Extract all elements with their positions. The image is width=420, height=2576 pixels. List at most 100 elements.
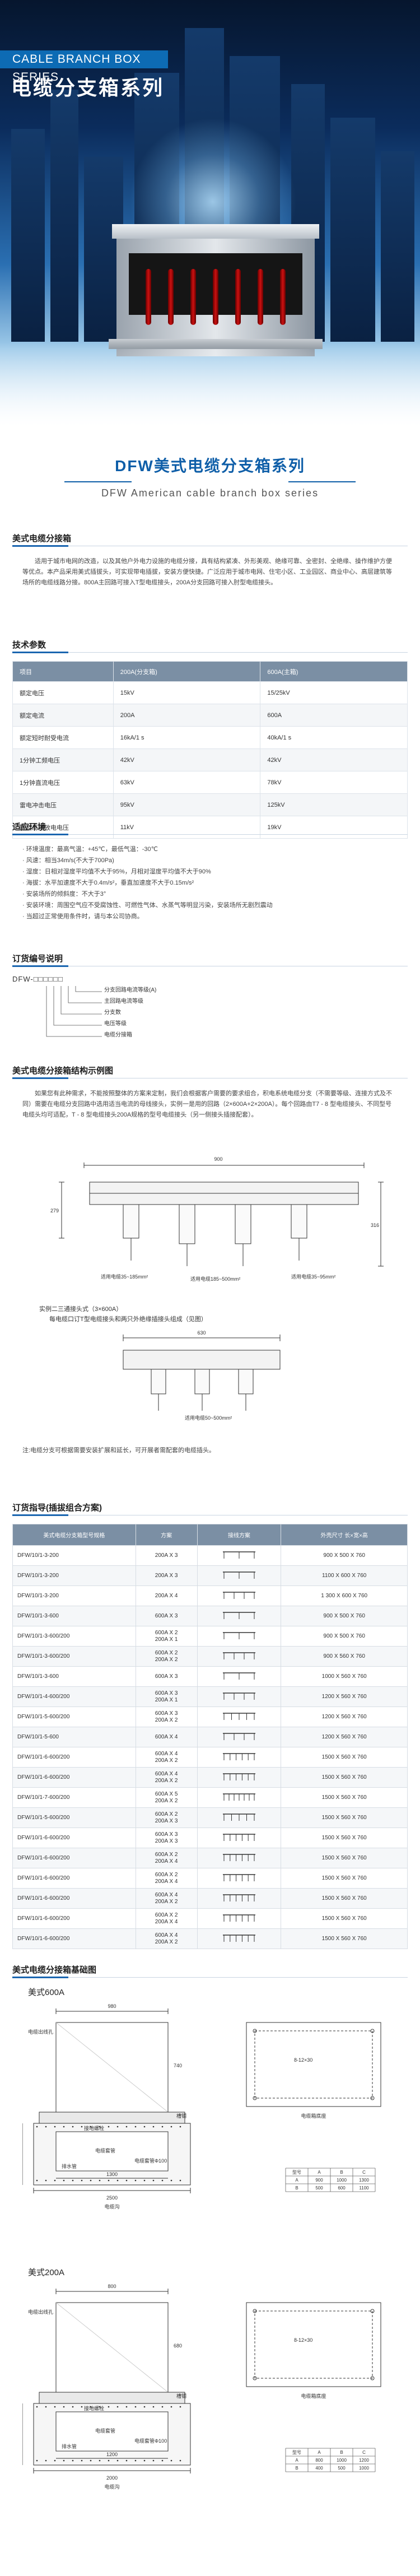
- foundation-label: 1100: [359, 2186, 369, 2191]
- section-heading: 订货编号说明: [12, 954, 63, 964]
- wiring-icon: [222, 1692, 255, 1700]
- tech-cell: 15/25kV: [260, 681, 408, 704]
- selection-header: 外壳尺寸 长×宽×高: [281, 1524, 408, 1546]
- config-cell: 600A X 3 200A X 2: [135, 1707, 198, 1727]
- foundation-label: 接地螺栓: [84, 2125, 104, 2131]
- foundation-label: 740: [174, 2063, 182, 2068]
- section-heading: 订货指导(插拔组合方案): [12, 1503, 102, 1513]
- foundation-label: 电缆出线孔: [28, 2309, 53, 2315]
- config-cell: 600A X 3: [135, 1666, 198, 1687]
- size-cell: 900 X 500 X 760: [281, 1626, 408, 1647]
- wiring-icon: [222, 1854, 255, 1861]
- model-cell: DFW/10/1-5-600/200: [12, 1807, 136, 1828]
- size-cell: 1500 X 560 X 760: [281, 1767, 408, 1788]
- selection-header: 美式电缆分支箱型号规格: [12, 1524, 136, 1546]
- wiring-icon: [222, 1935, 255, 1942]
- size-cell: 1200 X 560 X 760: [281, 1707, 408, 1727]
- selection-section: 订货指导(插拔组合方案) 美式电缆分支箱型号规格 方案 接线方案 外壳尺寸 长×…: [0, 1501, 420, 1949]
- foundation-label: 电缆沟: [104, 2203, 119, 2210]
- model-cell: DFW/10/1-3-600: [12, 1666, 136, 1687]
- foundation-label: A: [295, 2458, 298, 2463]
- config-cell: 600A X 3 200A X 1: [135, 1686, 198, 1707]
- tech-cell: 600A: [260, 704, 408, 727]
- order-code: DFW-□□□□□□: [12, 975, 63, 983]
- model-cell: DFW/10/1-4-600/200: [12, 1686, 136, 1707]
- config-cell: 600A X 2 200A X 4: [135, 1848, 198, 1868]
- foundation-label: 1000: [337, 2178, 347, 2183]
- tech-header: 600A(主箱): [260, 661, 408, 682]
- env-item: · 环境温度：最高气温：+45℃，最低气温：-30℃: [22, 846, 158, 853]
- wiring-cell: [197, 1606, 282, 1626]
- dim-label: 316: [371, 1222, 379, 1228]
- wiring-icon: [222, 1914, 255, 1922]
- foundation-label: 电缆套管: [95, 2147, 115, 2154]
- config-cell: 200A X 4: [135, 1585, 198, 1606]
- config-cell: 600A X 2 200A X 4: [135, 1868, 198, 1889]
- hero-tag: CABLE BRANCH BOX SERIES: [0, 50, 168, 83]
- foundation-label: 800: [315, 2458, 323, 2463]
- foundation-label: 电缆箱底座: [301, 2393, 326, 2399]
- env-item: · 海拔：水平加速度不大于0.4m/s²，垂直加速度不大于0.15m/s²: [22, 880, 194, 886]
- overview-text: 适用于城市电网的改造，以及其他户外电力设施的电缆分接，具有结构紧凑、外形美观、绝…: [22, 558, 392, 586]
- model-cell: DFW/10/1-6-600/200: [12, 1767, 136, 1788]
- size-cell: 1000 X 560 X 760: [281, 1666, 408, 1687]
- tech-cell: 额定电流: [12, 704, 114, 727]
- env-item: · 安装场所的倾斜度：不大于3°: [22, 891, 106, 898]
- tech-cell: 1分钟直流电压: [12, 771, 114, 794]
- wiring-icon: [222, 1612, 255, 1619]
- model-cell: DFW/10/1-5-600/200: [12, 1707, 136, 1727]
- size-cell: 1500 X 560 X 760: [281, 1908, 408, 1929]
- section-heading: 技术参数: [12, 640, 46, 650]
- env-item: · 湿度：日相对湿度平均值不大于95%，月相对湿度平均值不大于90%: [22, 868, 211, 875]
- structure-diagram-2: 630 适用电缆50~500mm²: [123, 1330, 281, 1421]
- foundation-label: 980: [108, 2003, 116, 2009]
- env-item: · 当超过正常使用条件时，请与本公司协商。: [22, 913, 143, 920]
- tech-cell: 63kV: [113, 771, 261, 794]
- foundation-label: 电缆套管Φ100: [134, 2438, 167, 2444]
- product-title: DFW美式电缆分支箱系列 DFW American cable branch b…: [0, 454, 420, 499]
- model-cell: DFW/10/1-3-600/200: [12, 1626, 136, 1647]
- wiring-cell: [197, 1545, 282, 1566]
- foundation-label: 1200: [106, 2452, 118, 2457]
- wiring-cell: [197, 1888, 282, 1909]
- wiring-icon: [222, 1894, 255, 1901]
- order-label: 主回路电流等级: [104, 998, 143, 1005]
- config-cell: 600A X 5 200A X 2: [135, 1787, 198, 1808]
- model-cell: DFW/10/1-3-600/200: [12, 1646, 136, 1667]
- foundation-label: 排水管: [62, 2443, 77, 2449]
- cable-label: 适用电缆50~500mm²: [185, 1415, 232, 1421]
- cabinet-photo: [109, 224, 323, 359]
- env-section: 适应环境 · 环境温度：最高气温：+45℃，最低气温：-30℃· 风速：相当34…: [0, 821, 420, 922]
- selection-table: 美式电缆分支箱型号规格 方案 接线方案 外壳尺寸 长×宽×高 DFW/10/1-…: [12, 1524, 408, 1949]
- structure-text: 如果您有此种需求，不能按照整体的方案来定制，我们会根据客户需要的要求组合，积电系…: [22, 1090, 392, 1118]
- wiring-icon: [222, 1814, 255, 1821]
- overview-section: 美式电缆分接箱 适用于城市电网的改造，以及其他户外电力设施的电缆分接，具有结构紧…: [0, 532, 420, 588]
- model-cell: DFW/10/1-6-600/200: [12, 1888, 136, 1909]
- size-cell: 1200 X 560 X 760: [281, 1727, 408, 1747]
- tech-cell: 200A: [113, 704, 261, 727]
- wiring-icon: [222, 1773, 255, 1780]
- foundation-label: 槽钢: [176, 2113, 186, 2119]
- size-cell: 1500 X 560 X 760: [281, 1747, 408, 1768]
- foundation-label: 1300: [106, 2172, 118, 2177]
- tech-cell: 额定短时耐受电流: [12, 726, 114, 749]
- foundation-label: 500: [338, 2466, 346, 2471]
- size-cell: 1 300 X 600 X 760: [281, 1585, 408, 1606]
- wiring-cell: [197, 1908, 282, 1929]
- config-cell: 600A X 4 200A X 2: [135, 1888, 198, 1909]
- order-labels: 分支回路电流等级(A)主回路电流等级分支数电压等级电缆分接箱: [104, 987, 156, 1043]
